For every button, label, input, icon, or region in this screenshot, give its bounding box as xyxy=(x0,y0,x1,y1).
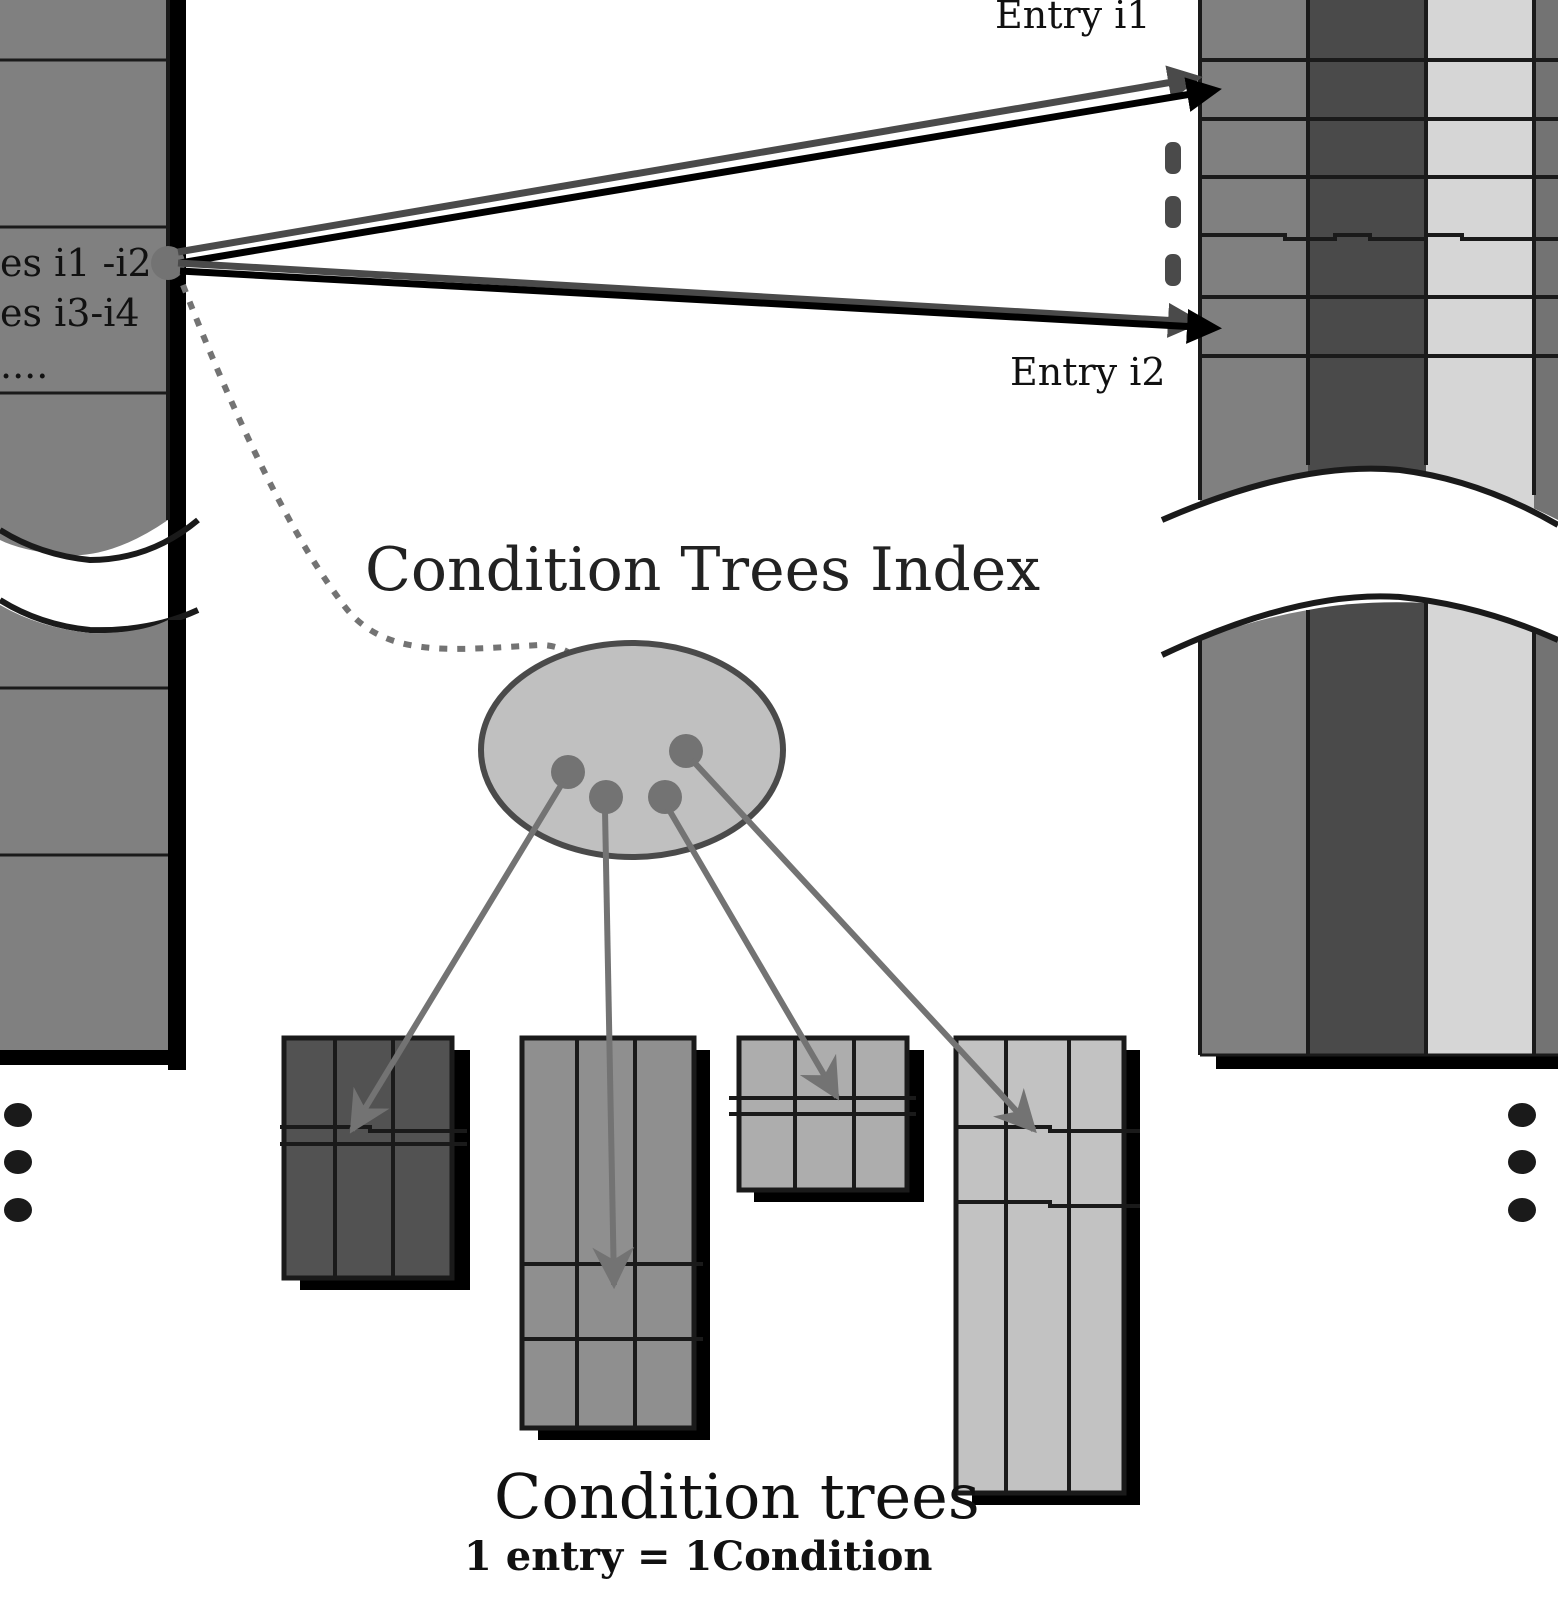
right-table-bottom-shadow xyxy=(1216,1055,1558,1069)
entry-range-dash xyxy=(1165,142,1181,174)
dotted-pointer-to-index xyxy=(180,283,631,743)
left-pointer-dot xyxy=(151,246,185,280)
entry-arrows xyxy=(177,65,1222,344)
left-break-curve-top xyxy=(0,517,200,564)
right-col-4-lower xyxy=(1534,630,1558,1055)
pointer-to-tree-1 xyxy=(349,780,566,1134)
pointer-to-tree-2 xyxy=(592,809,635,1290)
entry-range-dash xyxy=(1165,196,1181,228)
arrow-to-entry-i1-black xyxy=(179,77,1222,267)
right-col-2-upper xyxy=(1308,0,1426,520)
left-row-label: es i3-i4 xyxy=(0,291,140,335)
right-col-2-lower xyxy=(1308,602,1426,1055)
arrow-to-entry-i2-black xyxy=(179,267,1222,344)
right-col-1-upper xyxy=(1200,0,1308,520)
right-table xyxy=(1160,0,1558,1069)
index-pointer-dot xyxy=(648,780,682,814)
left-row-label: .... xyxy=(0,343,48,387)
condition-trees-index xyxy=(478,640,786,860)
arrow-to-entry-i1-gray xyxy=(177,65,1203,256)
entry-i2-label: Entry i2 xyxy=(1010,350,1166,394)
right-break-gap xyxy=(1162,468,1558,655)
index-to-tree-pointers xyxy=(349,757,1037,1290)
pointer-to-tree-3 xyxy=(665,806,840,1101)
left-continuation-dots xyxy=(4,1103,32,1222)
condition-tree-3 xyxy=(729,1035,924,1202)
entry-range-dash xyxy=(1165,254,1181,286)
left-table-lower-body xyxy=(0,605,168,1050)
tree-row-line xyxy=(956,1200,1140,1208)
tree-body xyxy=(281,1035,455,1281)
right-col-4-upper xyxy=(1534,0,1558,520)
left-table-lower-shadow xyxy=(168,620,186,1065)
continuation-dot xyxy=(4,1103,32,1127)
right-continuation-dots xyxy=(1508,1103,1536,1222)
index-pointer-dot xyxy=(551,755,585,789)
tree-body xyxy=(953,1035,1127,1496)
pointer-to-tree-4 xyxy=(689,757,1037,1134)
continuation-dot xyxy=(1508,1150,1536,1174)
arrow-to-entry-i2-gray xyxy=(177,259,1203,338)
continuation-dot xyxy=(1508,1103,1536,1127)
right-break-curve-top xyxy=(1160,465,1558,528)
index-title: Condition Trees Index xyxy=(365,535,1040,605)
condition-tree-1 xyxy=(280,1035,470,1290)
continuation-dot xyxy=(4,1198,32,1222)
left-table-upper-body xyxy=(0,0,168,556)
condition-trees-subtitle: 1 entry = 1Condition xyxy=(464,1533,932,1580)
right-col-3-lower xyxy=(1426,603,1534,1055)
condition-tree-4 xyxy=(953,1035,1140,1505)
right-col-1-lower xyxy=(1200,610,1308,1055)
continuation-dot xyxy=(1508,1198,1536,1222)
index-ellipse xyxy=(478,640,786,860)
right-row-separator xyxy=(1200,233,1558,241)
right-col-3-upper xyxy=(1426,0,1534,520)
condition-trees-title: Condition trees xyxy=(494,1460,980,1533)
left-table: es i1 -i2 es i3-i4 .... xyxy=(0,0,200,1070)
continuation-dot xyxy=(4,1150,32,1174)
left-table-bottom-shadow xyxy=(0,1050,186,1065)
left-row-label: es i1 -i2 xyxy=(0,241,152,285)
right-break-curve-bottom xyxy=(1160,593,1558,658)
entry-i1-label: Entry i1 xyxy=(995,0,1151,37)
index-pointer-dot xyxy=(589,780,623,814)
